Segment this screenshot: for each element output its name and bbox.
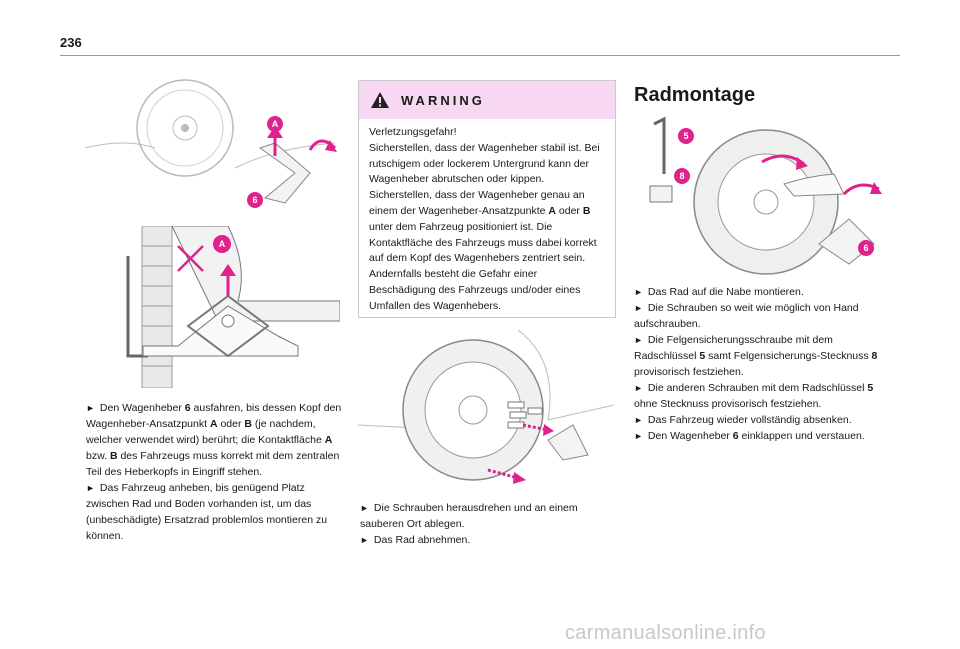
bullet-arrow-icon: ► xyxy=(634,415,643,425)
text-fragment: einklappen und verstauen. xyxy=(738,430,865,442)
ref-a: A xyxy=(324,434,333,446)
text-fragment: ohne Stecknuss provisorisch festziehen. xyxy=(634,398,822,410)
text-fragment: Das Fahrzeug anheben, bis genügend Platz… xyxy=(86,482,328,542)
marker-6-label: 6 xyxy=(863,243,868,253)
step-remove-bolts: ►Die Schrauben herausdrehen und an einem… xyxy=(360,500,610,532)
step-lift-vehicle: ►Das Fahrzeug anheben, bis genügend Plat… xyxy=(86,480,346,544)
ref-b: B xyxy=(582,204,591,217)
wheel-mounting-illustration: 5 8 6 xyxy=(634,114,890,278)
warning-line: Verletzungsgefahr! xyxy=(369,126,457,138)
marker-6 xyxy=(247,192,263,208)
bullet-arrow-icon: ► xyxy=(634,303,643,313)
text-fragment: bzw. xyxy=(86,450,110,462)
text-fragment: Das Rad auf die Nabe montieren. xyxy=(647,286,804,298)
bullet-arrow-icon: ► xyxy=(634,335,643,345)
text-fragment: Das Rad abnehmen. xyxy=(373,534,471,546)
bullet-arrow-icon: ► xyxy=(634,383,643,393)
marker-5 xyxy=(678,128,694,144)
text-fragment: Die Felgensicherungsschraube mit dem Rad… xyxy=(634,334,833,362)
step-lower-vehicle: ► Das Fahrzeug wieder vollständig absenke… xyxy=(634,412,894,428)
text-fragment: Die Schrauben so weit wie möglich von Ha… xyxy=(634,302,859,330)
text-fragment: Die anderen Schrauben mit dem Radschlüss… xyxy=(647,382,868,394)
text-fragment: Die Schrauben herausdrehen und an einem … xyxy=(360,502,578,530)
step-hand-tighten: ►Die Schrauben so weit wie möglich von H… xyxy=(634,300,894,332)
text-fragment: Das Fahrzeug wieder vollständig absenken… xyxy=(647,414,852,426)
marker-8-label: 8 xyxy=(679,171,684,181)
ref-6: 6 xyxy=(732,430,739,442)
page-number: 236 xyxy=(60,35,82,50)
bullet-arrow-icon: ► xyxy=(86,483,95,493)
bullet-arrow-icon: ► xyxy=(360,503,369,513)
warning-triangle-icon xyxy=(371,92,389,108)
marker-a xyxy=(213,235,231,253)
marker-a xyxy=(267,116,283,132)
step-raise-jack: ► Den Wagenheber 6 ausfahren, bis dessen … xyxy=(86,400,346,480)
bullet-arrow-icon: ► xyxy=(634,287,643,297)
marker-a-label: A xyxy=(272,119,279,129)
ref-b: B xyxy=(109,450,118,462)
marker-5-label: 5 xyxy=(683,131,688,141)
warning-line: Andernfalls besteht die Gefahr einer Bes… xyxy=(369,268,581,312)
header-rule xyxy=(60,55,900,56)
text-fragment: provisorisch festziehen. xyxy=(634,366,744,378)
step-lock-bolt: ►Die Felgensicherungsschraube mit dem Ra… xyxy=(634,332,894,380)
ref-a: A xyxy=(209,418,218,430)
warning-line: Sicherstellen, dass der Wagenheber genau… xyxy=(369,188,605,267)
right-column-text: ►Das Rad auf die Nabe montieren. ►Die Sc… xyxy=(634,284,894,444)
ref-5: 5 xyxy=(867,382,874,394)
step-remove-wheel: ► Das Rad abnehmen. xyxy=(360,532,610,548)
footer-watermark: carmanualsonline.info xyxy=(565,622,766,644)
wheel-removal-illustration xyxy=(357,329,615,490)
marker-6-label: 6 xyxy=(252,195,257,205)
text-fragment: samt Felgensicherungs-Stecknuss xyxy=(705,350,872,362)
text-fragment: ausfahren, bis dessen Kopf den Wagenhebe… xyxy=(86,402,342,430)
step-mount-wheel: ► Das Rad auf die Nabe montieren. xyxy=(634,284,894,300)
text-fragment: oder xyxy=(555,204,583,217)
text-fragment: unter dem Fahrzeug positioniert ist. Die… xyxy=(369,220,597,265)
text-fragment: oder xyxy=(217,418,245,430)
ref-b: B xyxy=(244,418,252,430)
step-other-bolts: ► Die anderen Schrauben mit dem Radschlüs… xyxy=(634,380,894,412)
jack-position-illustration: A 6 xyxy=(84,78,341,218)
ref-5: 5 xyxy=(699,350,706,362)
bullet-arrow-icon: ► xyxy=(360,535,369,545)
warning-line: Sicherstellen, dass der Wagenheber stabi… xyxy=(369,141,600,186)
warning-header: WARNING xyxy=(359,81,615,119)
text-fragment: Sicherstellen, dass der Wagenheber genau… xyxy=(369,189,585,217)
text-fragment: (je nachdem, welcher verwendet wird) ber… xyxy=(86,418,325,446)
section-heading: Radmontage xyxy=(634,84,756,106)
left-column-text: ► Den Wagenheber 6 ausfahren, bis dessen … xyxy=(86,400,346,544)
ref-6: 6 xyxy=(184,402,191,414)
marker-6 xyxy=(858,240,874,256)
text-fragment: Den Wagenheber xyxy=(647,430,733,442)
marker-8 xyxy=(674,168,690,184)
text-fragment: des Fahrzeugs muss korrekt mit dem zentr… xyxy=(86,450,340,478)
bullet-arrow-icon: ► xyxy=(86,403,95,413)
middle-column-text: ►Die Schrauben herausdrehen und an einem… xyxy=(360,500,610,548)
step-stow-jack: ► Den Wagenheber 6 einklappen und verstau… xyxy=(634,428,894,444)
text-fragment: Den Wagenheber xyxy=(99,402,185,414)
ref-a: A xyxy=(548,204,556,217)
warning-title: WARNING xyxy=(401,92,485,108)
warning-box: WARNING Verletzungsgefahr! Sicherstellen… xyxy=(358,80,616,318)
jack-contact-illustration: A xyxy=(118,225,341,389)
warning-body: Verletzungsgefahr! Sicherstellen, dass d… xyxy=(359,119,615,315)
ref-8: 8 xyxy=(871,350,878,362)
marker-a-label: A xyxy=(219,239,226,249)
bullet-arrow-icon: ► xyxy=(634,431,643,441)
